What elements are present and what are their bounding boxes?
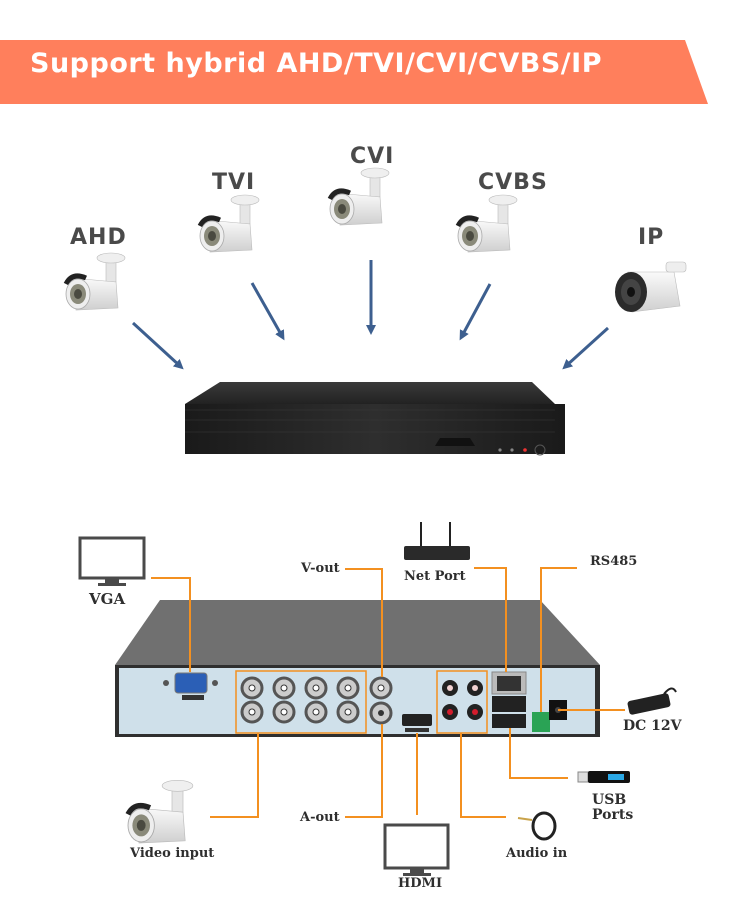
rs485-terminal (532, 712, 550, 732)
audio-cable-icon (517, 811, 557, 841)
net-port-label: Net Port (404, 569, 466, 584)
aout-port (369, 701, 393, 725)
rs485-connector (540, 567, 577, 712)
camera-tvi-image (200, 195, 259, 252)
video-input-connector (210, 733, 259, 818)
usb-connector (509, 728, 568, 779)
usb-drive-icon (577, 771, 630, 783)
camera-label-cvbs: CVBS (478, 170, 548, 195)
banner-title: Support hybrid AHD/TVI/CVI/CVBS/IP (30, 48, 602, 79)
usb-ports-label: Ports (592, 807, 634, 823)
bnc-connector-pin (312, 708, 320, 716)
bnc-connector-pin (248, 708, 256, 716)
arrow-ahd (131, 321, 184, 370)
bnc-connector-pin (344, 684, 352, 692)
lan-usb-ports (491, 671, 527, 728)
video-input-ports-box (235, 670, 367, 734)
camera-label-cvi: CVI (350, 144, 395, 169)
vout-port (369, 676, 393, 700)
dvr-front-image (185, 382, 565, 456)
bnc-ports (240, 676, 360, 724)
camera-cvi-image (330, 168, 389, 225)
net-connector (474, 567, 507, 672)
camera-label-tvi: TVI (212, 170, 256, 195)
router-icon (404, 522, 470, 560)
hdmi-port (402, 714, 432, 732)
banner-background (0, 40, 708, 104)
vga-connector (151, 577, 191, 672)
arrow-cvbs (459, 283, 492, 341)
video-input-label: Video input (130, 846, 215, 861)
camera-label-ip: IP (638, 225, 665, 250)
aout-connector (345, 724, 383, 818)
rca-audio-ports (442, 680, 483, 720)
bnc-connector-pin (248, 684, 256, 692)
camera-label-ahd: AHD (70, 225, 127, 250)
aout-label: A-out (300, 810, 340, 825)
vga-monitor-icon (78, 536, 146, 586)
vout-connector (345, 568, 383, 677)
bnc-connector-pin (280, 684, 288, 692)
power-adapter-icon (627, 687, 677, 715)
video-input-camera-icon (128, 780, 193, 843)
arrow-ip (562, 326, 610, 370)
bnc-connector-pin (344, 708, 352, 716)
vout-label: V-out (301, 561, 340, 576)
hdmi-monitor-icon (383, 823, 450, 876)
dc12v-label: DC 12V (623, 718, 682, 734)
vga-port (163, 672, 218, 700)
audio-in-label: Audio in (506, 846, 568, 861)
audio-connector (460, 733, 506, 818)
bnc-connector-pin (312, 684, 320, 692)
connector-lines (151, 567, 625, 818)
bnc-connector-pin (280, 708, 288, 716)
rs485-label: RS485 (590, 554, 638, 569)
camera-ip-image (615, 261, 687, 313)
camera-ahd-image (66, 253, 125, 310)
arrow-tvi (250, 282, 285, 341)
camera-cvbs-image (458, 195, 517, 252)
vga-label: VGA (89, 590, 126, 608)
usb-label: USB (592, 792, 627, 808)
hdmi-label: HDMI (398, 876, 443, 891)
